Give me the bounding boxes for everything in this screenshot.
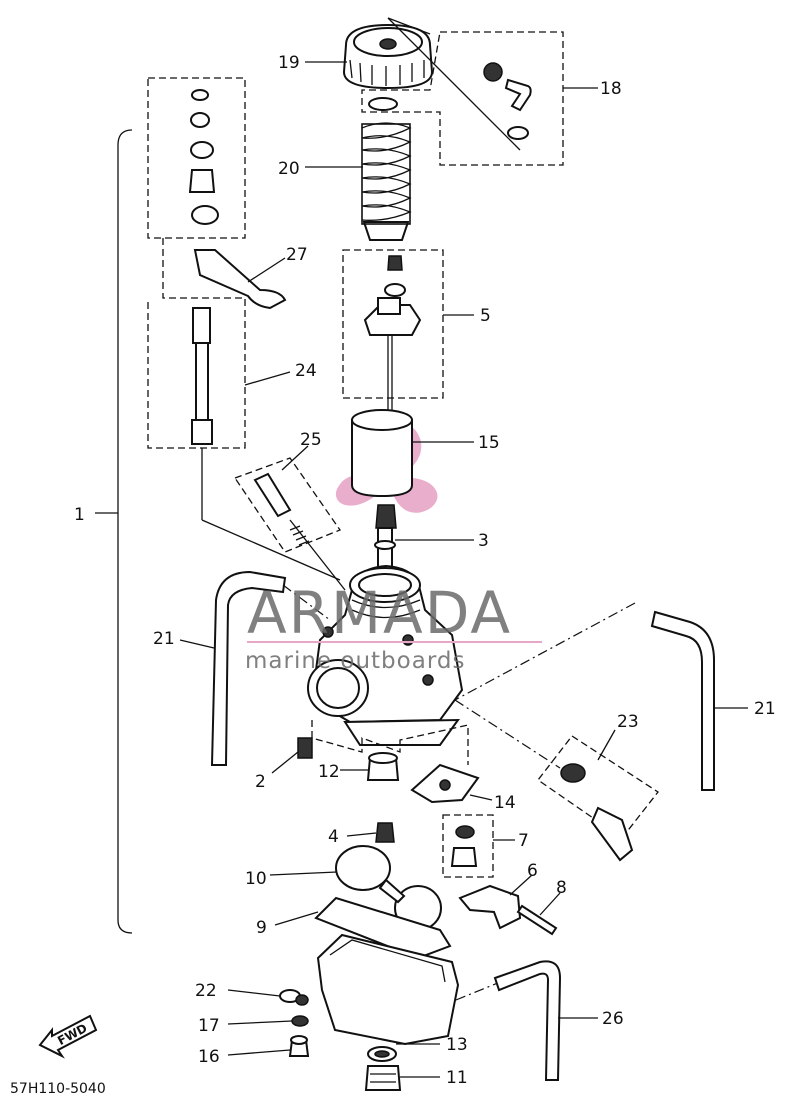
callout-20: 20: [278, 159, 300, 179]
callout-25: 25: [300, 430, 322, 450]
callout-9: 9: [256, 918, 267, 938]
part-drain-screw: [297, 737, 313, 759]
callout-3: 3: [478, 531, 489, 551]
leader-lines: [179, 61, 748, 1078]
fwd-arrow-icon: FWD: [38, 1014, 98, 1059]
callout-16: 16: [198, 1047, 220, 1067]
part-carburetor-body: [307, 564, 464, 746]
part-plunger-set: [361, 17, 564, 166]
part-hose-right: [454, 602, 715, 791]
callout-18: 18: [600, 79, 622, 99]
part-choke-assembly: [147, 77, 341, 581]
part-washer-17: [291, 1015, 309, 1027]
callout-23: 23: [617, 712, 639, 732]
part-needle-jet: [374, 504, 397, 569]
callout-2: 2: [255, 772, 266, 792]
callout-14: 14: [494, 793, 516, 813]
part-needle-set: [342, 249, 444, 420]
callout-1: 1: [74, 505, 85, 525]
watermark-tagline: marine outboards: [245, 648, 465, 674]
callout-17: 17: [198, 1016, 220, 1036]
part-plug-11: [364, 1065, 402, 1091]
part-float-chamber: [316, 933, 506, 1046]
callout-4: 4: [328, 827, 339, 847]
callout-19: 19: [278, 53, 300, 73]
callout-7: 7: [518, 831, 529, 851]
callout-6: 6: [527, 861, 538, 881]
callout-labels: 1 2 3 4 5 6 7 8 9 10 11 12 13 14 15 16 1…: [74, 53, 776, 1088]
part-float-pin: [516, 904, 558, 936]
part-stop-screw: [233, 457, 346, 591]
callout-15: 15: [478, 433, 500, 453]
part-gasket-plate: [311, 720, 480, 804]
callout-21-right: 21: [754, 699, 776, 719]
part-screw-16: [288, 1035, 310, 1057]
part-hose-left: [210, 570, 331, 766]
part-gasket-13: [367, 1046, 397, 1062]
part-cap: [342, 23, 434, 90]
part-spring: [361, 122, 412, 241]
callout-8: 8: [556, 878, 567, 898]
callout-12: 12: [318, 762, 340, 782]
assembly-bracket: [95, 129, 133, 934]
part-main-jet-holder: [366, 752, 400, 781]
callout-10: 10: [245, 869, 267, 889]
part-pilot-screw: [454, 699, 659, 862]
callout-24: 24: [295, 361, 317, 381]
callout-11: 11: [446, 1068, 468, 1088]
watermark-brand: ARMADA: [247, 579, 512, 647]
callout-21-left: 21: [153, 629, 175, 649]
callout-26: 26: [602, 1009, 624, 1029]
part-float-valve: [442, 814, 494, 878]
callout-22: 22: [195, 981, 217, 1001]
part-main-jet: [375, 822, 395, 843]
part-throttle-valve: [351, 409, 413, 498]
part-washer-22: [279, 989, 309, 1006]
callout-5: 5: [480, 306, 491, 326]
callout-27: 27: [286, 245, 308, 265]
part-float-arm: [458, 884, 522, 930]
part-overflow-hose: [493, 960, 562, 1081]
callout-13: 13: [446, 1035, 468, 1055]
diagram-code: 57H110-5040: [10, 1081, 106, 1097]
